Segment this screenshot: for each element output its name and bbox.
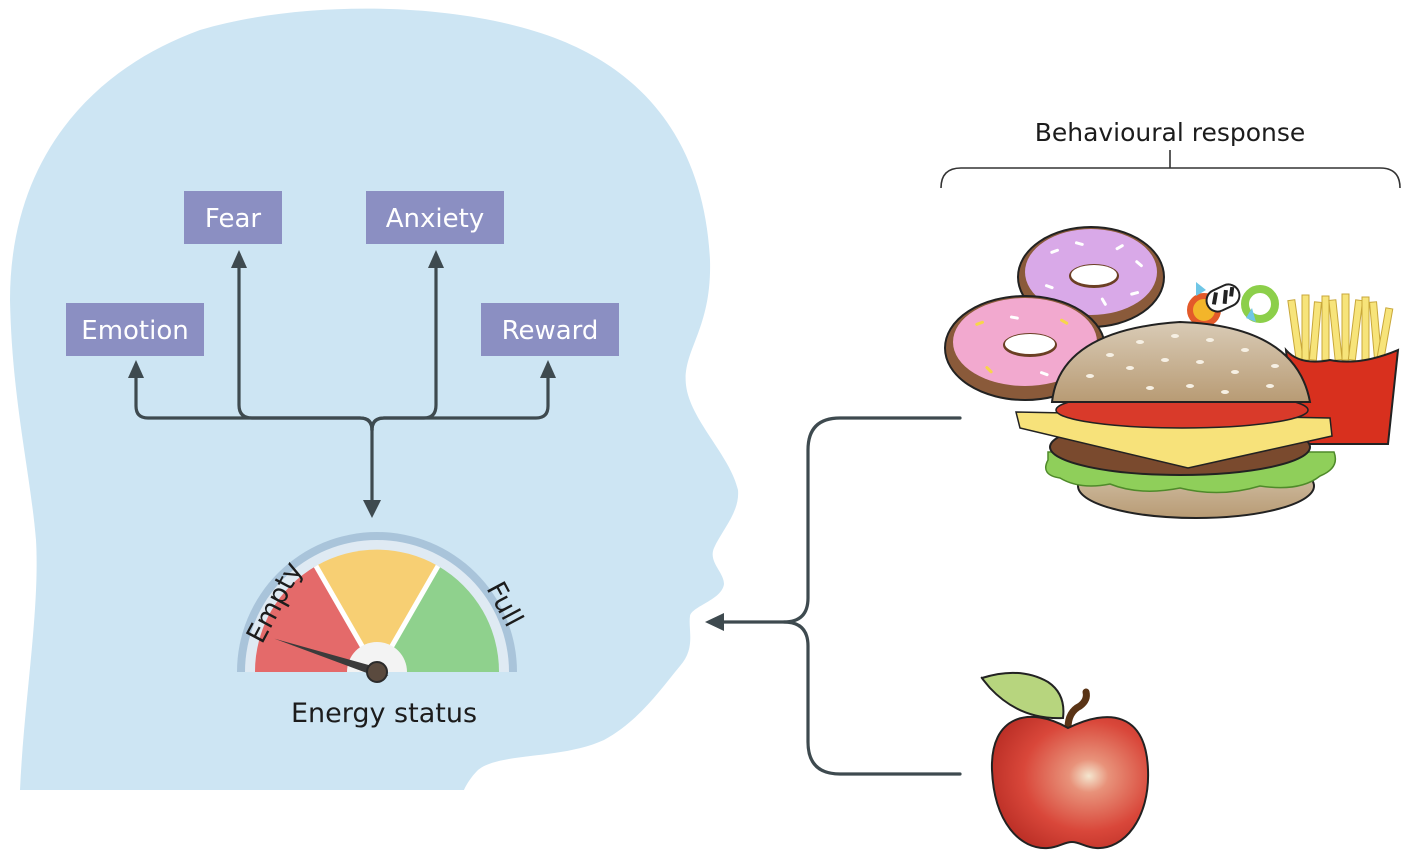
gauge-hub (366, 661, 388, 683)
apple-icon (980, 671, 1150, 850)
factor-reward-label: Reward (502, 316, 599, 346)
choice-connector (705, 416, 962, 776)
factor-anxiety-box: Anxiety (366, 191, 504, 244)
gauge-zone-low (254, 566, 377, 672)
choice-line-top (720, 416, 962, 624)
choice-line-bottom (782, 620, 962, 776)
factor-emotion-box: Emotion (66, 303, 204, 356)
arrowhead-anxiety (428, 250, 444, 268)
candies (1187, 282, 1279, 327)
behaviour-brace (940, 150, 1401, 189)
branch-fear (237, 264, 374, 432)
behaviour-title: Behavioural response (1035, 118, 1306, 147)
gauge-caption: Energy status (291, 698, 477, 729)
factor-anxiety-label: Anxiety (386, 204, 484, 234)
choice-arrowhead (705, 613, 724, 631)
arrowhead-reward (540, 360, 556, 378)
factor-reward-box: Reward (481, 303, 619, 356)
factor-branches (128, 250, 556, 518)
gauge-zone-high (377, 566, 500, 672)
factor-fear-label: Fear (205, 204, 261, 234)
factor-fear-box: Fear (184, 191, 282, 244)
factor-emotion-label: Emotion (81, 316, 188, 346)
arrowhead-fear (231, 250, 247, 268)
gauge-needle (274, 638, 389, 677)
behaviour-bracket: Behavioural response (940, 118, 1401, 189)
arrowhead-emotion (128, 360, 144, 378)
branch-reward (370, 374, 550, 432)
junk-food-icon (944, 226, 1400, 519)
gauge-zone-medium (316, 549, 438, 672)
arrowhead-gauge (363, 500, 381, 518)
burger (1015, 320, 1337, 519)
